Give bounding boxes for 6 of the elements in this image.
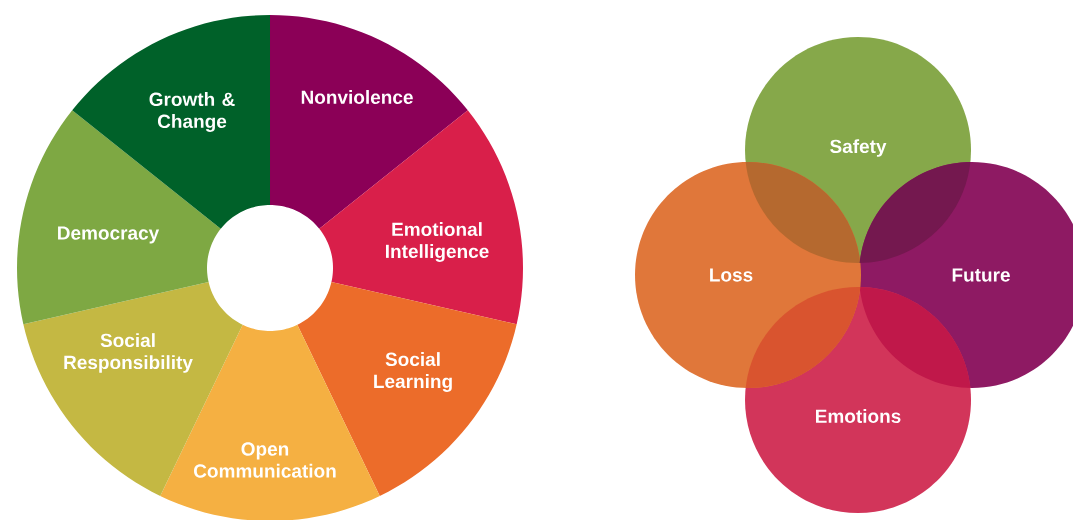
circle-label: Future [952,268,1010,282]
wheel-segment: Emotional Intelligence [319,110,523,325]
circle-label: Safety [830,139,887,157]
circle-label: Emotions [816,409,901,423]
wheel-segment: Growth & Change [72,15,270,229]
circle-label: Loss [710,268,753,282]
